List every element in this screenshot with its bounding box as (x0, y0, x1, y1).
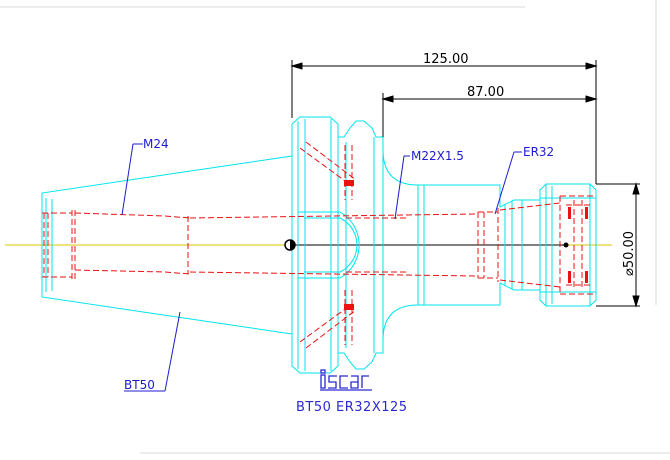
callout-m24: M24 (143, 137, 169, 151)
callout-leaders (121, 143, 522, 392)
iscar-logo (320, 369, 372, 391)
coolant-ports (344, 180, 588, 310)
part-designation: BT50 ER32X125 (296, 400, 408, 415)
hidden-lines (42, 141, 594, 349)
center-marker-right (563, 242, 569, 248)
dim-diameter: ⌀50.00 (622, 231, 637, 276)
dim-overall-length: 125.00 (423, 52, 469, 67)
callout-m22: M22X1.5 (411, 149, 464, 163)
dimension-lines (290, 60, 640, 308)
callout-bt50: BT50 (124, 378, 155, 392)
dim-gauge-length: 87.00 (467, 85, 504, 100)
callout-er32: ER32 (523, 145, 554, 159)
body (382, 137, 523, 353)
